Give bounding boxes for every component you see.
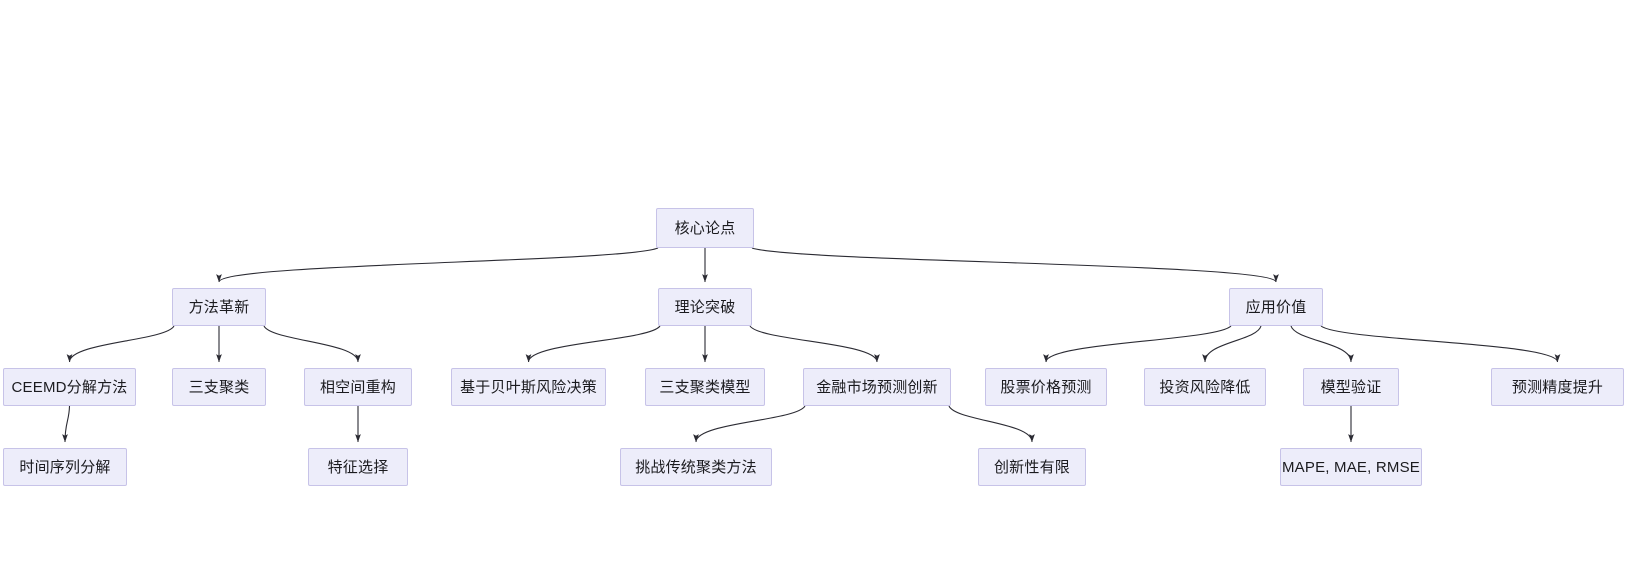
node-feature[interactable]: 特征选择 [308, 448, 408, 486]
node-root[interactable]: 核心论点 [656, 208, 754, 248]
node-label: 预测精度提升 [1511, 378, 1604, 396]
node-three-way[interactable]: 三支聚类 [172, 368, 266, 406]
node-challenge[interactable]: 挑战传统聚类方法 [620, 448, 772, 486]
node-label: 三支聚类 [188, 378, 250, 396]
node-finance[interactable]: 金融市场预测创新 [803, 368, 951, 406]
node-metrics[interactable]: MAPE, MAE, RMSE [1280, 448, 1422, 486]
node-tsdecomp[interactable]: 时间序列分解 [3, 448, 127, 486]
node-ceemd[interactable]: CEEMD分解方法 [3, 368, 136, 406]
node-riskdown[interactable]: 投资风险降低 [1144, 368, 1266, 406]
node-twmodel[interactable]: 三支聚类模型 [645, 368, 765, 406]
node-phase[interactable]: 相空间重构 [304, 368, 412, 406]
node-label: 金融市场预测创新 [816, 378, 938, 396]
node-label: 三支聚类模型 [659, 378, 751, 396]
node-method[interactable]: 方法革新 [172, 288, 266, 326]
node-theory[interactable]: 理论突破 [658, 288, 752, 326]
node-label: 创新性有限 [993, 458, 1070, 476]
node-label: 时间序列分解 [19, 458, 111, 476]
node-label: 相空间重构 [319, 378, 396, 396]
node-limited[interactable]: 创新性有限 [978, 448, 1086, 486]
node-label: 理论突破 [674, 298, 736, 316]
node-validate[interactable]: 模型验证 [1303, 368, 1399, 406]
node-label: 特征选择 [327, 458, 389, 476]
node-bayes[interactable]: 基于贝叶斯风险决策 [451, 368, 606, 406]
node-label: 方法革新 [188, 298, 250, 316]
node-label: 股票价格预测 [1000, 378, 1092, 396]
node-label: 投资风险降低 [1159, 378, 1251, 396]
node-label: 应用价值 [1245, 298, 1307, 316]
node-label: 基于贝叶斯风险决策 [460, 378, 597, 396]
node-label: 模型验证 [1320, 378, 1382, 396]
node-accuracy[interactable]: 预测精度提升 [1491, 368, 1624, 406]
node-value[interactable]: 应用价值 [1229, 288, 1323, 326]
node-label: 核心论点 [674, 219, 736, 237]
node-stock[interactable]: 股票价格预测 [985, 368, 1107, 406]
node-label: CEEMD分解方法 [11, 378, 128, 396]
node-label: MAPE, MAE, RMSE [1281, 458, 1421, 476]
node-label: 挑战传统聚类方法 [635, 458, 757, 476]
